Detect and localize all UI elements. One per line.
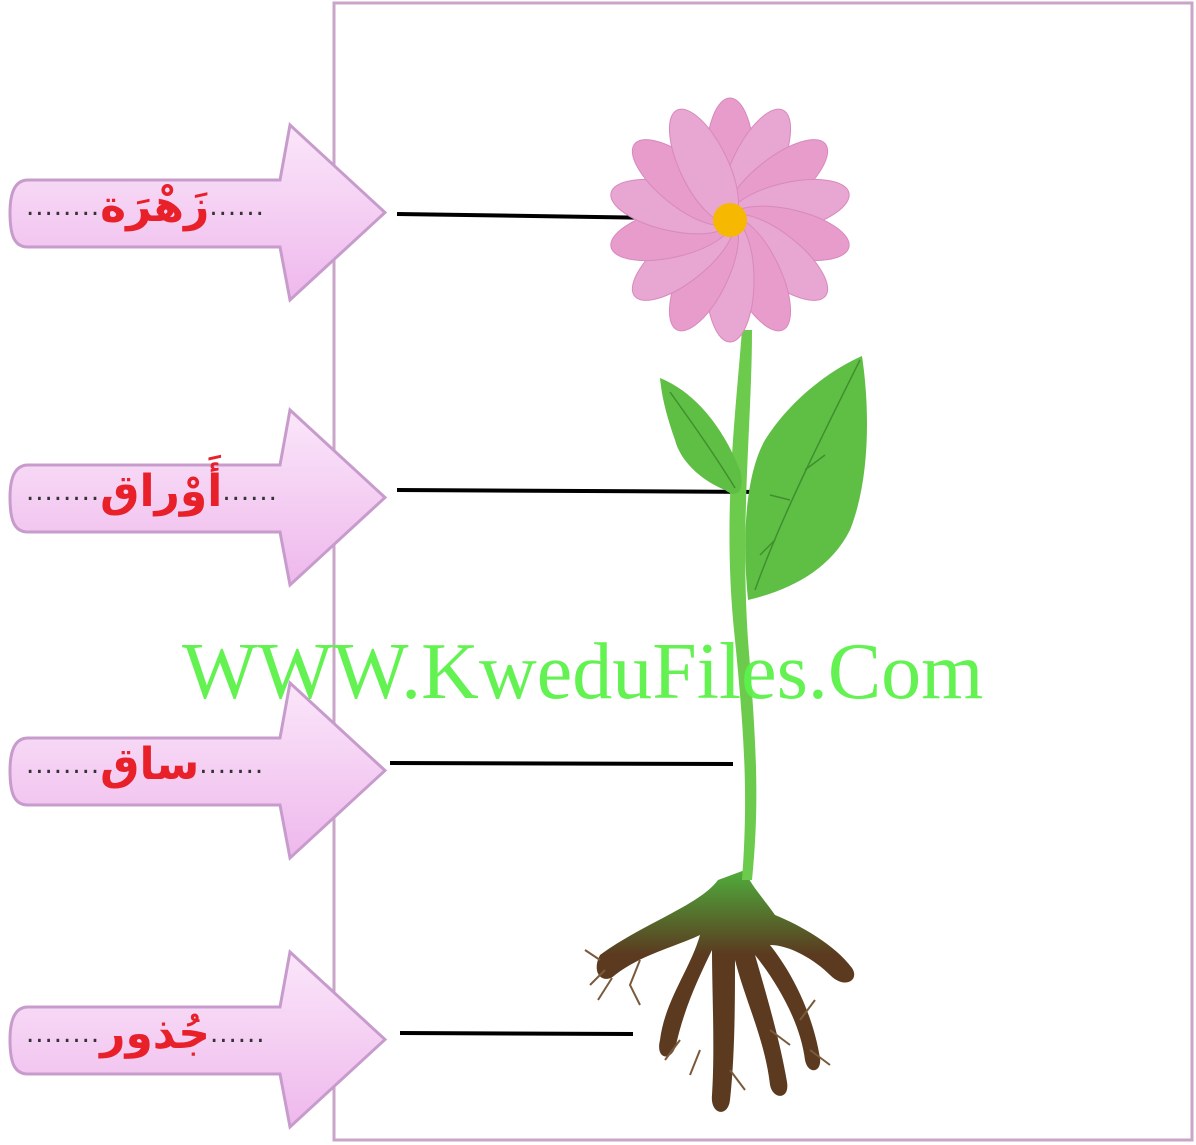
roots-label: ........جُذور...... bbox=[26, 1004, 326, 1064]
stem-word: ساق bbox=[100, 738, 200, 790]
stem-label-arrow bbox=[8, 680, 388, 861]
flower-label-arrow bbox=[8, 122, 388, 303]
stem-pointer-line bbox=[389, 761, 734, 766]
flower-word: زَهْرَة bbox=[100, 180, 210, 232]
label-arrows bbox=[8, 122, 388, 1130]
answer-dots-left: ........ bbox=[26, 749, 101, 780]
answer-dots-right: ...... bbox=[209, 191, 265, 222]
answer-dots-right: ....... bbox=[199, 749, 265, 780]
leaf-veins bbox=[669, 359, 861, 591]
leaves-label-arrow bbox=[8, 407, 388, 588]
leaves-word: أَوْراق bbox=[100, 465, 223, 517]
flower bbox=[610, 97, 850, 343]
roots bbox=[596, 870, 855, 1112]
pointer-lines bbox=[389, 212, 774, 1036]
flower-center bbox=[713, 203, 747, 237]
roots-pointer-line bbox=[399, 1031, 634, 1036]
answer-dots-right: ...... bbox=[209, 1018, 266, 1049]
watermark-text: WWW.KweduFiles.Com bbox=[182, 628, 984, 716]
leaves-label: ........أَوْراق...... bbox=[26, 462, 326, 522]
answer-dots-right: ...... bbox=[222, 476, 278, 507]
root-hairs bbox=[584, 949, 831, 1091]
roots-label-arrow bbox=[8, 949, 388, 1130]
answer-dots-left: ........ bbox=[26, 476, 101, 507]
plant-illustration bbox=[584, 97, 867, 1112]
answer-dots-left: ........ bbox=[26, 191, 101, 222]
roots-word: جُذور bbox=[100, 1007, 210, 1059]
flower-pointer-line bbox=[396, 212, 666, 220]
leaves-pointer-line bbox=[396, 488, 774, 494]
answer-dots-left: ........ bbox=[26, 1018, 101, 1049]
stem-label: ........ساق....... bbox=[26, 735, 326, 795]
flower-label: ........زَهْرَة...... bbox=[26, 177, 326, 237]
